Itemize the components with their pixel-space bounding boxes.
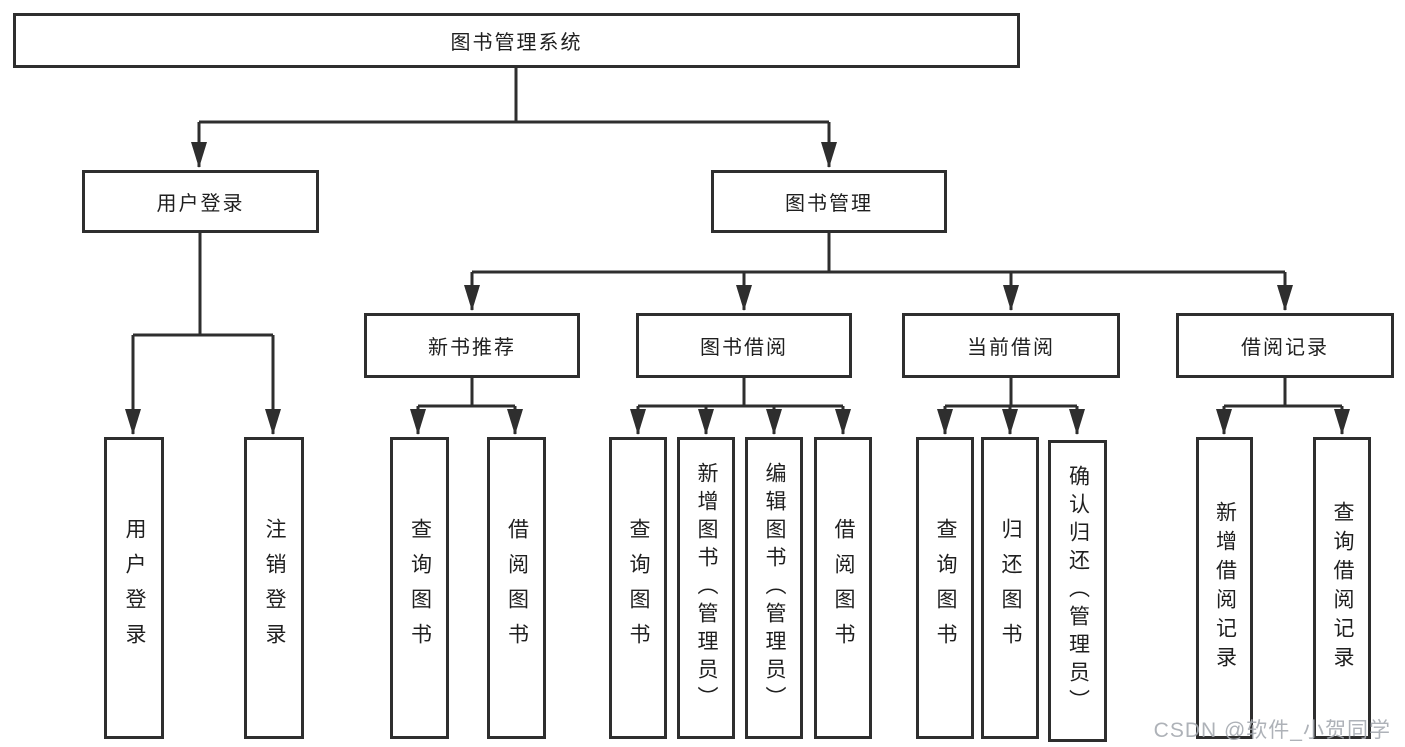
leaf-logout-label: 注销登录 <box>263 518 286 658</box>
leaf-borrow-query-label: 查询图书 <box>627 518 650 658</box>
node-new-book-recommend-label: 新书推荐 <box>428 337 516 359</box>
leaf-current-confirm-label: 确认归还（管理员） <box>1066 465 1090 717</box>
node-borrow-records-label: 借阅记录 <box>1241 337 1329 359</box>
leaf-borrow-book: 借阅图书 <box>814 437 872 739</box>
leaf-user-login: 用户登录 <box>104 437 164 739</box>
node-borrow-records: 借阅记录 <box>1176 313 1394 378</box>
leaf-user-login-label: 用户登录 <box>123 518 146 658</box>
leaf-borrow-edit-label: 编辑图书（管理员） <box>763 462 786 714</box>
csdn-watermark: CSDN @软件_小贺同学 <box>1153 719 1391 742</box>
leaf-newbooks-borrow-label: 借阅图书 <box>505 518 529 658</box>
leaf-borrow-edit: 编辑图书（管理员） <box>745 437 803 739</box>
node-root-label: 图书管理系统 <box>450 32 583 54</box>
node-user-login: 用户登录 <box>82 170 319 233</box>
node-current-borrow-label: 当前借阅 <box>967 337 1055 359</box>
leaf-borrow-book-label: 借阅图书 <box>832 518 855 658</box>
node-user-login-label: 用户登录 <box>156 193 245 215</box>
leaf-records-add-label: 新增借阅记录 <box>1213 501 1237 675</box>
leaf-newbooks-borrow: 借阅图书 <box>487 437 546 739</box>
leaf-current-confirm: 确认归还（管理员） <box>1048 440 1107 742</box>
leaf-current-return-label: 归还图书 <box>999 518 1022 658</box>
leaf-records-add: 新增借阅记录 <box>1196 437 1253 739</box>
leaf-newbooks-query: 查询图书 <box>390 437 449 739</box>
leaf-borrow-add: 新增图书（管理员） <box>677 437 735 739</box>
leaf-borrow-add-label: 新增图书（管理员） <box>695 462 718 714</box>
node-current-borrow: 当前借阅 <box>902 313 1120 378</box>
node-new-book-recommend: 新书推荐 <box>364 313 580 378</box>
leaf-logout: 注销登录 <box>244 437 304 739</box>
leaf-newbooks-query-label: 查询图书 <box>408 518 432 658</box>
node-book-borrow-label: 图书借阅 <box>700 337 788 359</box>
leaf-borrow-query: 查询图书 <box>609 437 667 739</box>
leaf-current-query: 查询图书 <box>916 437 974 739</box>
node-book-management-label: 图书管理 <box>785 193 873 215</box>
node-root-system: 图书管理系统 <box>13 13 1020 68</box>
node-book-borrow: 图书借阅 <box>636 313 852 378</box>
node-book-management: 图书管理 <box>711 170 947 233</box>
leaf-current-return: 归还图书 <box>981 437 1039 739</box>
leaf-records-query-label: 查询借阅记录 <box>1331 501 1354 675</box>
leaf-records-query: 查询借阅记录 <box>1313 437 1371 739</box>
leaf-current-query-label: 查询图书 <box>934 518 957 658</box>
